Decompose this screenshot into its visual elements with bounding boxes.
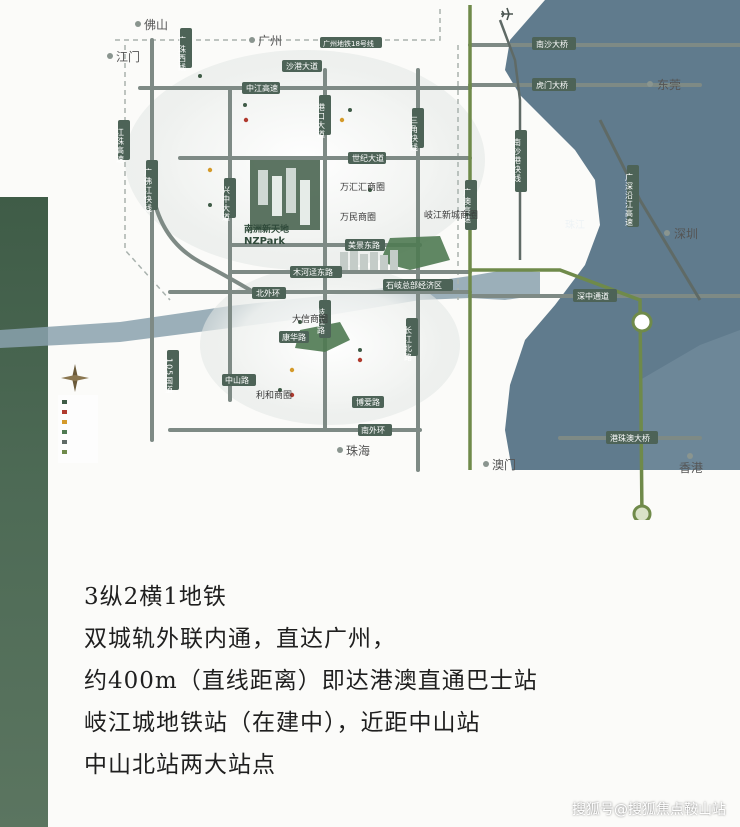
project-name: 南洲新天地 <box>244 223 289 235</box>
city-shenzhen: 深圳 <box>674 227 698 241</box>
feature-line: 双城轨外联内通，直达广州， <box>84 626 396 652</box>
poi-dot <box>348 108 352 112</box>
city-zhuhai: 珠海 <box>346 443 370 458</box>
hospital-dot <box>289 392 295 398</box>
road-sw-curve <box>150 188 252 292</box>
poi-dot <box>298 320 302 324</box>
badge-guangfo: 广佛江快线 <box>144 167 153 213</box>
district-wanhui: 万汇汇商圈 <box>340 181 385 193</box>
badge-nanshagang: 南沙港快线 <box>513 137 522 183</box>
shopping-dot <box>339 117 345 123</box>
badge-xingzhong: 兴中大道 <box>222 186 231 222</box>
badge-shijidadao: 世纪大道 <box>352 153 384 163</box>
badge-shiqi: 石岐总部经济区 <box>386 280 442 290</box>
location-map: 南洲新天地 NZPark <box>0 0 740 520</box>
city-labels: 佛山 广州 江门 东莞 深圳 珠海 澳门 香港 珠江 <box>107 18 703 475</box>
badge-bokai: 博爱路 <box>356 397 380 407</box>
badge-guanghongzhu: 广澳高速 <box>463 187 472 224</box>
badge-guangzhuxi: 广珠西线 <box>178 35 187 72</box>
feature-text: 3纵2横1地铁 双城轨外联内通，直达广州， 约400m（直线距离）即达港澳直通巴… <box>84 576 644 786</box>
badge-nansha-bridge: 南沙大桥 <box>536 39 568 49</box>
city-hongkong: 香港 <box>679 461 703 475</box>
city-macau: 澳门 <box>492 457 516 472</box>
pearl-river <box>505 0 740 470</box>
badge-changjiang: 长江北路 <box>404 325 413 362</box>
compass-icon <box>61 364 89 392</box>
badge-zhongjiang: 中江高速 <box>246 83 278 93</box>
rail-node-end <box>632 504 652 520</box>
badge-kanghua: 康华路 <box>282 332 306 342</box>
river-label: 珠江 <box>565 218 585 231</box>
shiqi-buildings <box>340 250 398 270</box>
feature-line: 中山北站两大站点 <box>84 752 276 778</box>
badge-qijiang: 岐江路 <box>317 307 326 335</box>
hospital-dot <box>243 117 249 123</box>
feature-line: 3纵2横1地铁 <box>84 584 227 610</box>
poi-dot <box>208 203 212 207</box>
badge-g105: 105国道 <box>165 358 174 394</box>
badge-shenzhong: 深中通道 <box>577 291 609 301</box>
city-foshan: 佛山 <box>144 18 168 32</box>
badge-zhongshanlu: 中山路 <box>225 375 249 385</box>
district-wanchang: 万民商圈 <box>340 211 376 223</box>
badge-nanwaihuan: 南外环 <box>361 425 385 435</box>
badge-shagang: 沙港大道 <box>286 61 318 71</box>
badge-muhe: 木河迳东路 <box>293 267 333 277</box>
rail-green-east <box>470 268 644 520</box>
badge-jiangzhu: 江珠高速 <box>116 128 125 164</box>
poi-dot <box>198 74 202 78</box>
feature-line: 岐江城地铁站（在建中），近距中山站 <box>84 710 481 736</box>
badge-sanjiao: 三角快线 <box>410 116 419 152</box>
badge-hzm-bridge: 港珠澳大桥 <box>610 433 650 443</box>
feature-line: 约400m（直线距离）即达港澳直通巴士站 <box>84 668 538 694</box>
poi-dot <box>278 388 282 392</box>
city-guangzhou: 广州 <box>258 34 282 48</box>
shopping-dot <box>289 367 295 373</box>
badge-guangshen: 广深沿江高速 <box>625 172 634 227</box>
badge-beiwaihuan: 北外环 <box>256 288 280 298</box>
poi-dot <box>358 348 362 352</box>
map-legend <box>58 395 98 463</box>
badge-gz-metro18: 广州地铁18号线 <box>323 39 374 48</box>
river-right-lobe <box>640 330 740 470</box>
district-qijiang-new: 岐江新城商圈 <box>424 209 478 221</box>
badge-humen-bridge: 虎门大桥 <box>536 80 568 90</box>
rail-node-mid <box>631 311 653 333</box>
badge-meijing: 美景东路 <box>348 240 380 250</box>
district-daxin: 大信商圈 <box>292 313 328 325</box>
district-lihe: 利和商圈 <box>256 389 292 401</box>
hospital-dot <box>357 357 363 363</box>
watermark: 搜狐号@搜狐焦点鞍山站 <box>572 802 726 818</box>
green-side-band <box>0 197 48 827</box>
airport-icon <box>501 7 513 21</box>
project-name-en: NZPark <box>244 236 285 247</box>
city-jiangmen: 江门 <box>116 49 140 64</box>
poi-dot <box>243 103 247 107</box>
badge-jichang: 港口大道 <box>317 102 326 139</box>
project-cluster <box>250 160 320 230</box>
shopping-dot <box>207 167 213 173</box>
poi-dot <box>368 188 372 192</box>
city-dongguan: 东莞 <box>657 78 681 92</box>
